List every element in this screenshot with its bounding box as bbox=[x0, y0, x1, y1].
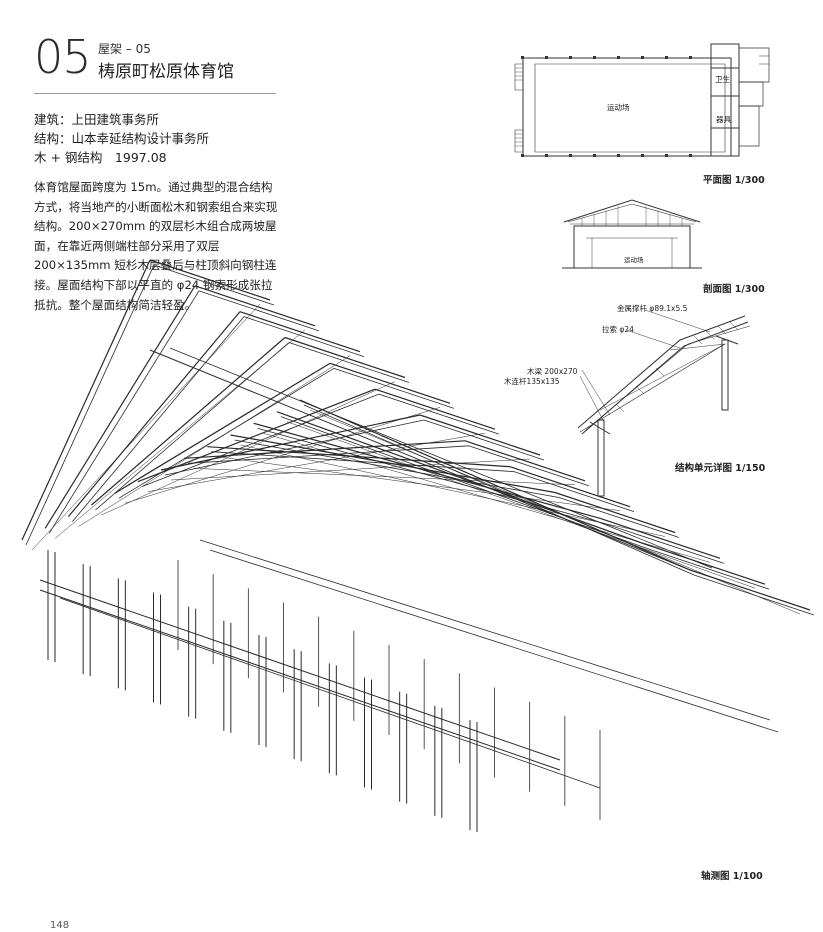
rafter-right bbox=[195, 286, 315, 326]
chapter-category: 屋架 – 05 bbox=[98, 42, 151, 56]
eave-beam-right bbox=[200, 540, 770, 720]
rafter-left bbox=[45, 286, 195, 528]
rafter-right-inner bbox=[649, 549, 769, 589]
architect-line: 建筑：上田建筑事务所 bbox=[34, 112, 160, 127]
rafter-left bbox=[161, 415, 420, 470]
tie-cable bbox=[78, 356, 350, 527]
tie-cable bbox=[102, 382, 396, 516]
rafter-right bbox=[690, 570, 810, 610]
rafter-left-inner bbox=[211, 452, 514, 472]
ridge-beam bbox=[150, 350, 690, 570]
rafter-right bbox=[645, 544, 765, 584]
rafter-left bbox=[92, 338, 286, 506]
rafter-right-inner bbox=[559, 498, 679, 538]
rafter-right bbox=[600, 518, 720, 558]
rafter-left bbox=[300, 400, 690, 570]
rafter-right-inner bbox=[424, 420, 544, 460]
page-number: 148 bbox=[50, 920, 70, 931]
tie-cable bbox=[287, 422, 755, 589]
tie-cable bbox=[241, 445, 666, 537]
plan-caption: 平面图 1/300 bbox=[703, 175, 765, 186]
rafter-right-inner bbox=[379, 394, 499, 434]
ridge-beam bbox=[170, 348, 712, 568]
eave-beam-right bbox=[210, 550, 778, 732]
tie-cable bbox=[32, 304, 260, 550]
rafter-left-inner bbox=[304, 405, 694, 575]
rafter-right bbox=[240, 312, 360, 352]
axon-caption: 轴测图 1/100 bbox=[701, 871, 763, 882]
rafter-right bbox=[555, 493, 675, 533]
tie-cable bbox=[125, 407, 440, 503]
detail-label-cable: 拉索 φ24 bbox=[602, 325, 634, 334]
rafter-left bbox=[277, 412, 645, 545]
rafter-right-inner bbox=[469, 446, 589, 486]
eave-beam bbox=[40, 580, 560, 760]
rafter-right-inner bbox=[244, 317, 364, 357]
rafter-right-inner bbox=[604, 523, 724, 563]
detail-caption: 结构单元详图 1/150 bbox=[675, 463, 766, 474]
rafter-left bbox=[254, 423, 600, 518]
plan-room-main: 运动场 bbox=[607, 103, 630, 112]
rafter-right-inner bbox=[154, 265, 274, 305]
rafter-right bbox=[420, 415, 540, 455]
rafter-right bbox=[510, 467, 630, 507]
rafter-left-inner bbox=[165, 420, 424, 475]
rafter-right-inner bbox=[334, 368, 454, 408]
tie-cable bbox=[217, 457, 620, 511]
axonometric-drawing bbox=[0, 340, 823, 910]
rafter-right bbox=[150, 260, 270, 300]
rafter-left bbox=[68, 312, 240, 517]
detail-label-beam: 木梁 200x270 bbox=[527, 367, 578, 376]
material-line: 木 + 钢结构 1997.08 bbox=[34, 150, 167, 165]
section-caption: 剖面图 1/300 bbox=[703, 284, 765, 295]
section-room: 运动场 bbox=[624, 256, 644, 264]
rafter-left bbox=[22, 260, 150, 540]
header-divider bbox=[34, 93, 276, 94]
rafter-left-inner bbox=[26, 265, 154, 545]
rafter-left-inner bbox=[235, 440, 560, 498]
description-paragraph: 体育馆屋面跨度为 15m。通过典型的混合结构方式，将当地产的小断面松木和钢索组合… bbox=[34, 180, 278, 312]
rafter-left-inner bbox=[72, 317, 244, 522]
structural-detail-drawing bbox=[560, 310, 775, 505]
plan-room-toilet: 卫生 bbox=[715, 75, 730, 84]
rafter-right bbox=[465, 441, 585, 481]
plan-room-equipment: 器具 bbox=[716, 115, 731, 124]
eave-beam bbox=[40, 590, 560, 770]
rafter-right-inner bbox=[289, 343, 409, 383]
rafter-right bbox=[330, 363, 450, 403]
rafter-left-inner bbox=[49, 291, 199, 533]
rafter-left-inner bbox=[119, 368, 334, 498]
chapter-number: 05 bbox=[34, 30, 92, 84]
detail-label-tie: 木连杆135x135 bbox=[504, 377, 560, 386]
tie-cable bbox=[310, 410, 800, 614]
section-drawing bbox=[562, 198, 702, 273]
rafter-left-inner bbox=[96, 343, 290, 511]
structure-line: 结构：山本幸延结构设计事务所 bbox=[34, 131, 210, 146]
tie-cable bbox=[194, 468, 575, 485]
rafter-right-inner bbox=[514, 472, 634, 512]
page-title: 梼原町松原体育馆 bbox=[98, 62, 234, 82]
rafter-left bbox=[231, 435, 556, 493]
floor-beam bbox=[60, 598, 600, 788]
rafter-right bbox=[375, 389, 495, 429]
rafter-left-inner bbox=[281, 417, 649, 550]
rafter-left bbox=[184, 441, 465, 459]
tie-cable bbox=[171, 459, 530, 480]
rafter-right-inner bbox=[199, 291, 319, 331]
detail-label-strut: 金属撑杆 φ89.1x5.5 bbox=[617, 304, 688, 313]
floor-plan-drawing bbox=[515, 40, 775, 157]
rafter-left bbox=[207, 447, 510, 467]
rafter-right bbox=[285, 338, 405, 378]
rafter-left bbox=[115, 363, 330, 493]
